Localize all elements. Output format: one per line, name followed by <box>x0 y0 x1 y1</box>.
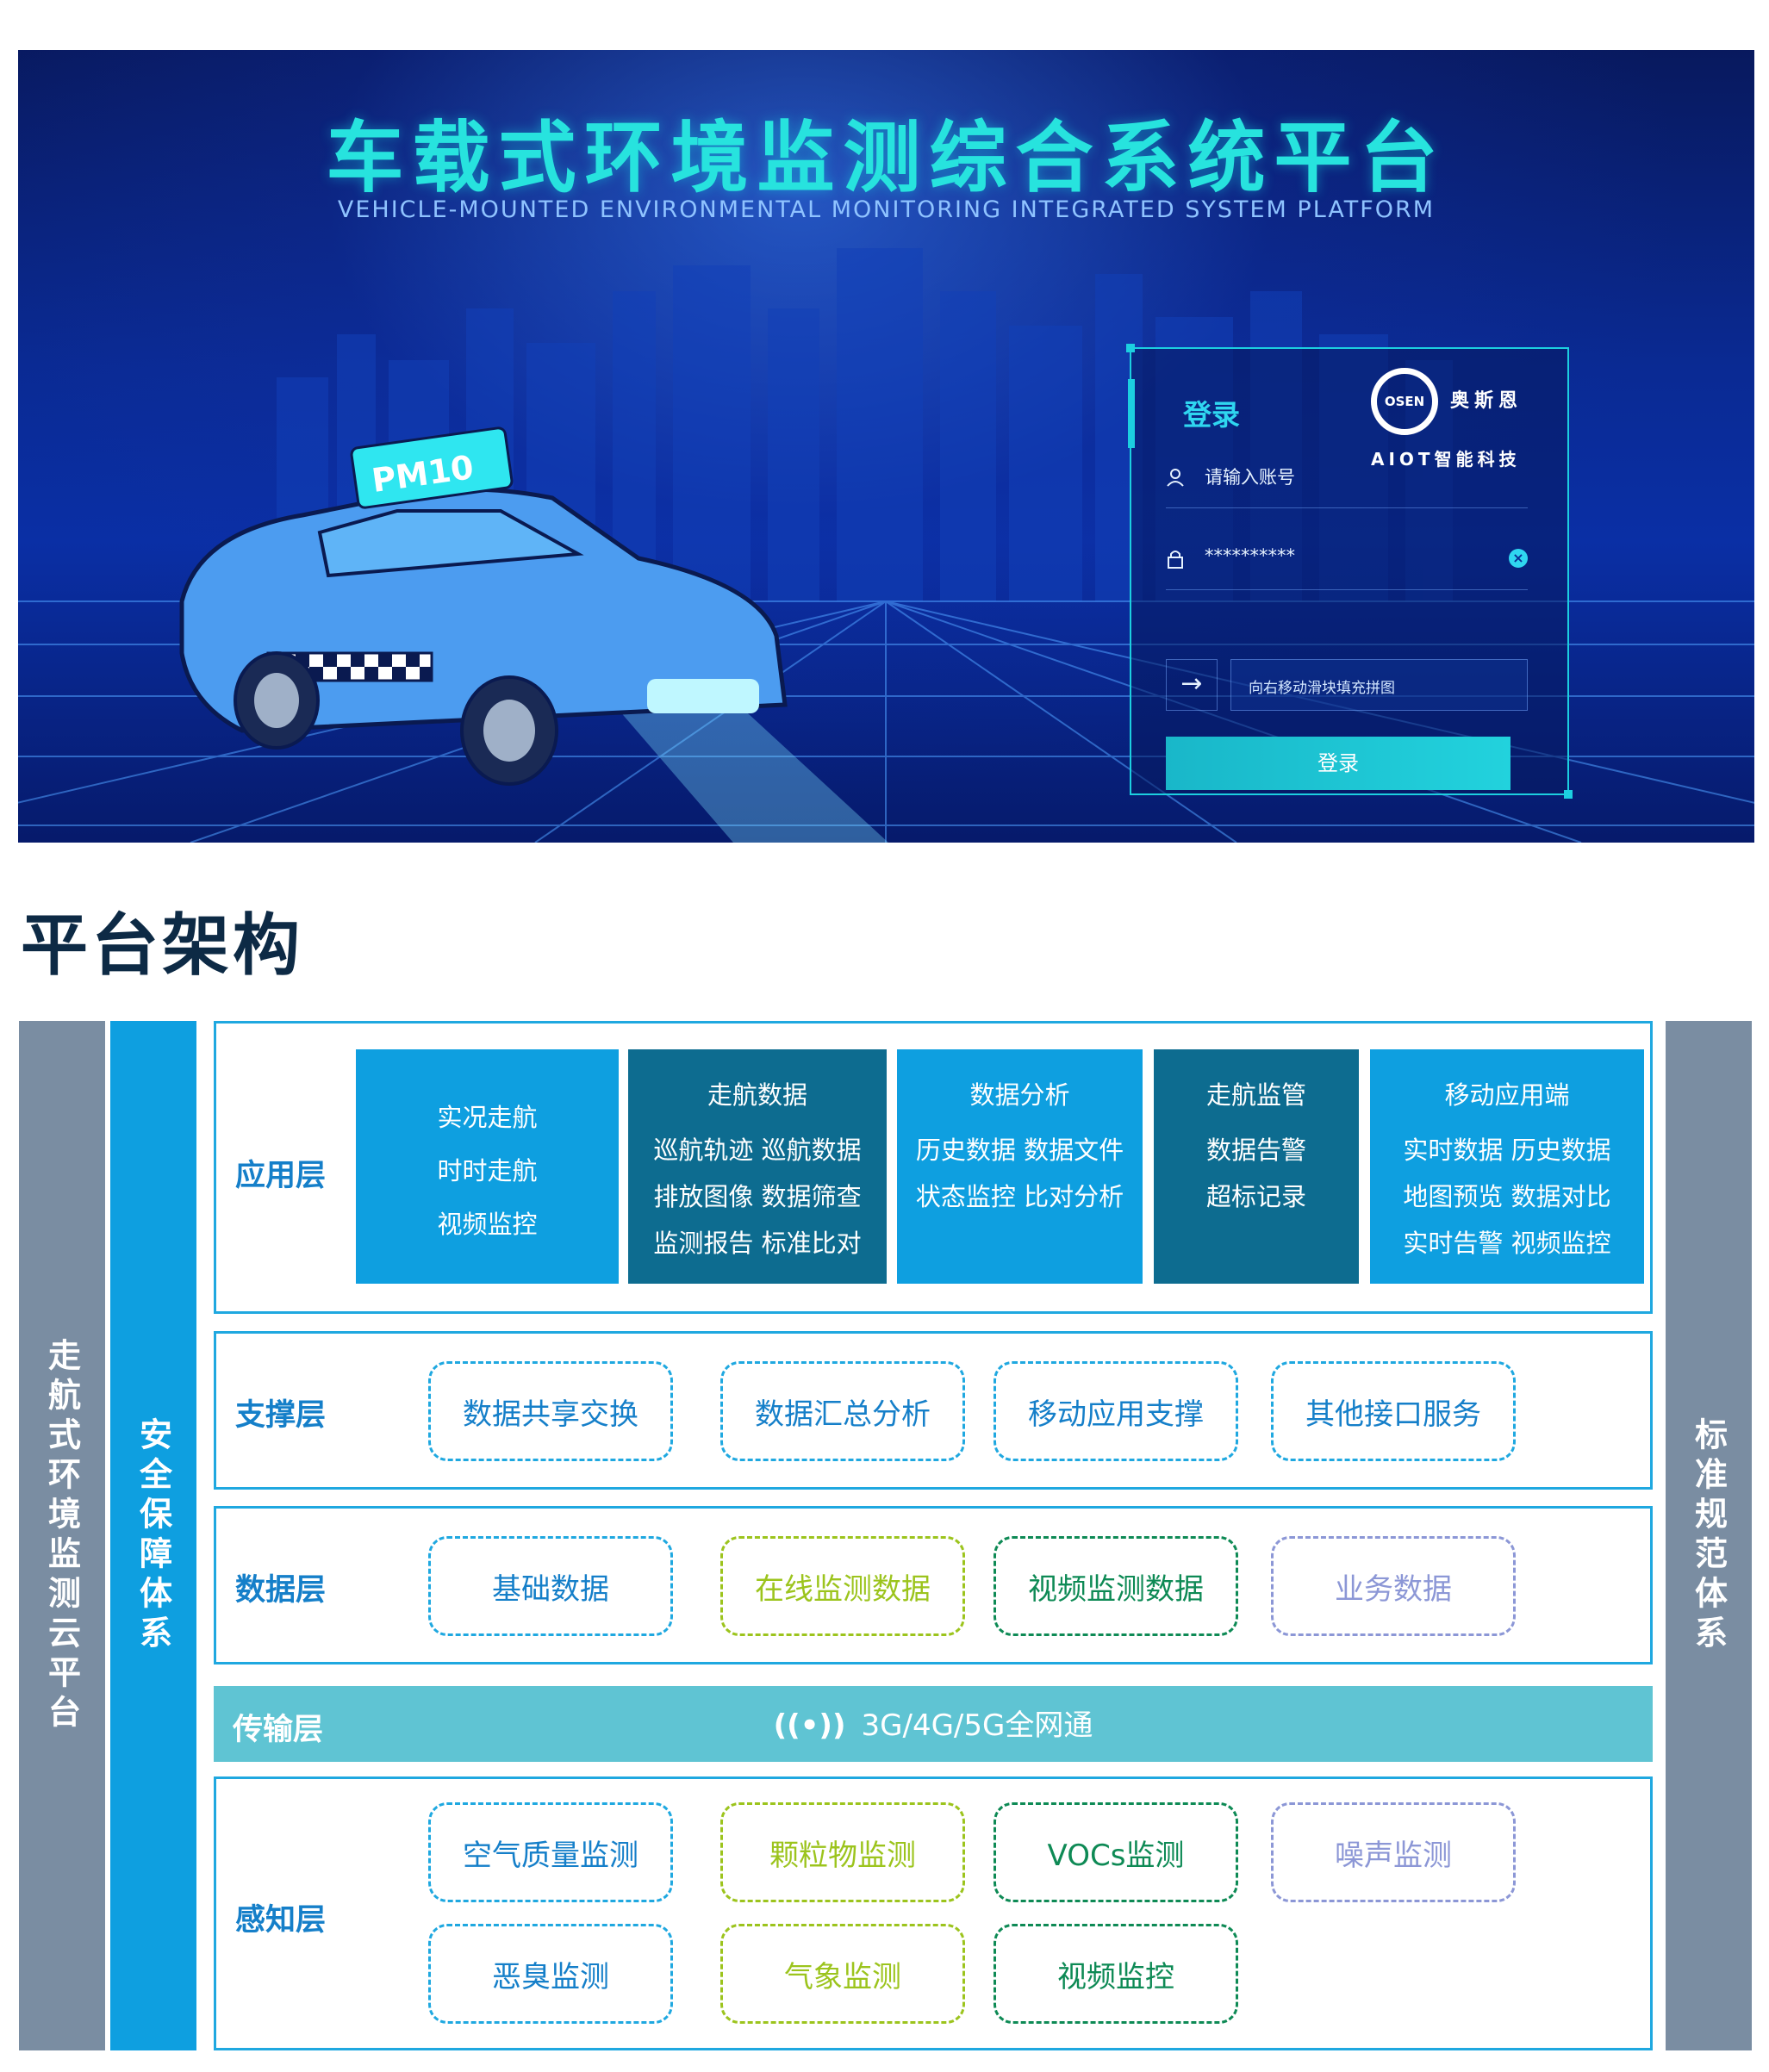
banner-title: 车载式环境监测综合系统平台 <box>326 113 1447 203</box>
security-system-bar: 安全保障体系 <box>110 1021 196 2050</box>
layer-label: 传输层 <box>233 1713 324 1747</box>
support-item: 其他接口服务 <box>1271 1361 1516 1461</box>
section-title: 平台架构 <box>21 907 304 985</box>
cloud-platform-bar: 走航式环境监测云平台 <box>19 1021 105 2050</box>
captcha-slider[interactable]: → 向右移动滑块填充拼图 <box>1166 659 1528 711</box>
app-card-supervision: 走航监管 数据告警 超标记录 <box>1154 1049 1359 1284</box>
layer-label: 支撑层 <box>235 1398 327 1433</box>
slider-track[interactable]: 向右移动滑块填充拼图 <box>1230 659 1528 711</box>
app-card-title: 走航监管 <box>1205 1080 1306 1110</box>
hero-banner: PM10 车载式环境监测综合系统平台 VEHICLE-MOUNTED ENVIR… <box>18 50 1754 843</box>
sensor-item: 空气质量监测 <box>428 1802 673 1902</box>
brand-logo: OSEN <box>1371 368 1438 435</box>
app-card-item: 实时告警 视频监控 <box>1403 1229 1611 1258</box>
app-card-item: 地图预览 数据对比 <box>1403 1182 1611 1211</box>
app-card-title: 数据分析 <box>969 1080 1070 1110</box>
support-item: 数据汇总分析 <box>720 1361 965 1461</box>
app-card-item: 视频监控 <box>437 1210 538 1239</box>
layer-label: 感知层 <box>235 1903 327 1938</box>
brand-name-cn: 奥斯恩 <box>1450 390 1523 412</box>
taxi-illustration <box>179 426 788 786</box>
slider-hint: 向右移动滑块填充拼图 <box>1249 680 1395 697</box>
sensor-item: 气象监测 <box>720 1924 965 2024</box>
transport-text: 3G/4G/5G全网通 <box>861 1708 1093 1743</box>
support-layer: 支撑层 数据共享交换 数据汇总分析 移动应用支撑 其他接口服务 <box>214 1331 1653 1490</box>
app-card-item: 监测报告 标准比对 <box>653 1229 862 1258</box>
data-item: 在线监测数据 <box>720 1536 965 1636</box>
app-card-items: 实况走航 时时走航 视频监控 <box>356 1091 619 1251</box>
layer-label: 应用层 <box>235 1159 327 1193</box>
app-card-item: 排放图像 数据筛查 <box>653 1182 862 1211</box>
app-card-items: 实时数据 历史数据 地图预览 数据对比 实时告警 视频监控 <box>1370 1127 1644 1266</box>
support-item: 移动应用支撑 <box>994 1361 1238 1461</box>
panel-accent-bar <box>1128 379 1135 448</box>
app-card-analysis: 数据分析 历史数据 数据文件 状态监控 比对分析 <box>897 1049 1143 1284</box>
transport-content: ((•)) 3G/4G/5G全网通 <box>214 1702 1653 1744</box>
data-item: 视频监测数据 <box>994 1536 1238 1636</box>
app-card-item: 数据告警 <box>1205 1136 1306 1165</box>
sensor-item: 恶臭监测 <box>428 1924 673 2024</box>
app-card-cruise-data: 走航数据 巡航轨迹 巡航数据 排放图像 数据筛查 监测报告 标准比对 <box>628 1049 887 1284</box>
transport-layer: 传输层 ((•)) 3G/4G/5G全网通 <box>214 1686 1653 1762</box>
security-system-label: 安全保障体系 <box>134 1416 172 1655</box>
app-card-item: 实时数据 历史数据 <box>1403 1136 1611 1165</box>
sensor-item: 噪声监测 <box>1271 1802 1516 1902</box>
signal-icon: ((•)) <box>773 1708 846 1743</box>
data-item: 业务数据 <box>1271 1536 1516 1636</box>
support-item: 数据共享交换 <box>428 1361 673 1461</box>
login-heading: 登录 <box>1183 398 1240 432</box>
clear-icon[interactable]: × <box>1509 549 1528 568</box>
account-field[interactable]: 请输入账号 <box>1166 448 1528 508</box>
banner-subtitle: VEHICLE-MOUNTED ENVIRONMENTAL MONITORING… <box>337 196 1436 223</box>
sensor-item: 视频监控 <box>994 1924 1238 2024</box>
sensor-item: 颗粒物监测 <box>720 1802 965 1902</box>
app-card-item: 实况走航 <box>437 1103 538 1132</box>
perception-layer: 感知层 空气质量监测 颗粒物监测 VOCs监测 噪声监测 恶臭监测 气象监测 视… <box>214 1776 1653 2050</box>
login-button[interactable]: 登录 <box>1166 737 1511 790</box>
app-card-mobile: 移动应用端 实时数据 历史数据 地图预览 数据对比 实时告警 视频监控 <box>1370 1049 1644 1284</box>
app-card-item: 超标记录 <box>1205 1182 1306 1211</box>
app-card-title: 移动应用端 <box>1444 1080 1570 1110</box>
user-icon <box>1167 469 1184 487</box>
data-item: 基础数据 <box>428 1536 673 1636</box>
sensor-item: VOCs监测 <box>994 1802 1238 1902</box>
arrow-right-icon[interactable]: → <box>1166 659 1218 711</box>
app-card-item: 时时走航 <box>437 1156 538 1185</box>
app-card-item: 状态监控 比对分析 <box>915 1182 1124 1211</box>
panel-corner <box>1564 790 1573 799</box>
app-card-items: 历史数据 数据文件 状态监控 比对分析 <box>897 1127 1143 1220</box>
brand-name-en: AIOT智能科技 <box>1371 449 1521 470</box>
lock-icon <box>1168 551 1183 569</box>
app-card-items: 巡航轨迹 巡航数据 排放图像 数据筛查 监测报告 标准比对 <box>628 1127 887 1266</box>
layer-label: 数据层 <box>235 1573 327 1608</box>
brand-logo-text: OSEN <box>1384 394 1425 409</box>
app-card-live: 实况走航 时时走航 视频监控 <box>356 1049 619 1284</box>
app-card-title: 走航数据 <box>707 1080 807 1110</box>
password-input[interactable]: ********** <box>1205 545 1295 566</box>
data-layer: 数据层 基础数据 在线监测数据 视频监测数据 业务数据 <box>214 1506 1653 1664</box>
account-input[interactable]: 请输入账号 <box>1205 467 1295 488</box>
app-card-item: 巡航轨迹 巡航数据 <box>653 1136 862 1165</box>
cloud-platform-label: 走航式环境监测云平台 <box>42 1337 81 1734</box>
application-layer: 应用层 实况走航 时时走航 视频监控 走航数据 巡航轨迹 巡航数据 排放图像 数… <box>214 1021 1653 1314</box>
login-panel: 登录 OSEN 奥斯恩 AIOT智能科技 请输入账号 ********** × … <box>1126 344 1573 799</box>
panel-corner <box>1126 344 1135 352</box>
standards-system-label: 标准规范体系 <box>1689 1416 1728 1655</box>
standards-system-bar: 标准规范体系 <box>1666 1021 1752 2050</box>
app-card-item: 历史数据 数据文件 <box>915 1136 1124 1165</box>
password-field[interactable]: ********** × <box>1166 530 1528 590</box>
app-card-items: 数据告警 超标记录 <box>1154 1127 1359 1220</box>
